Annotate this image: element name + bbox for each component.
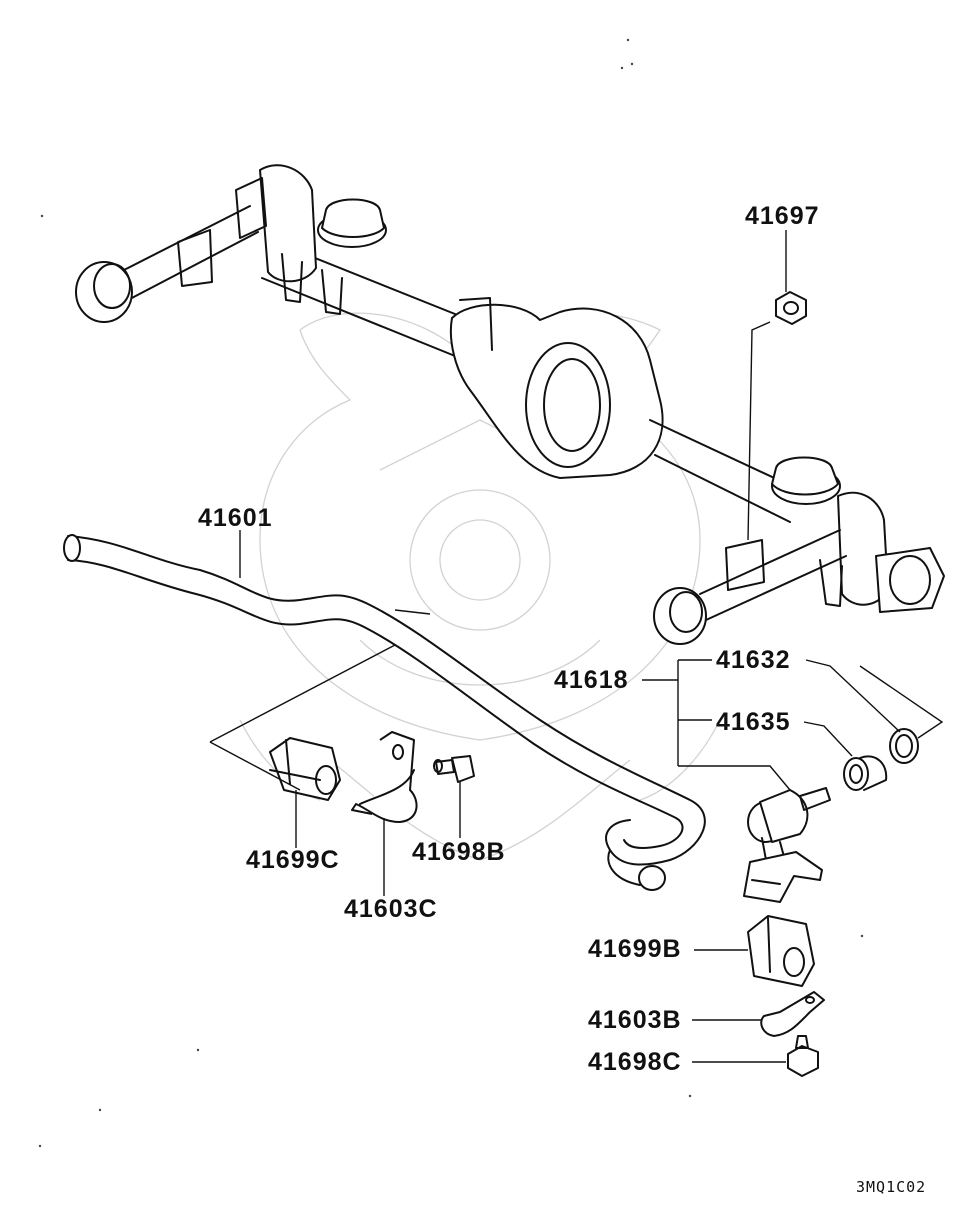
- bracket-41603b-drawing: [760, 991, 825, 1037]
- part-label-41699c[interactable]: 41699C: [246, 846, 340, 874]
- link-41618-drawing: [743, 787, 831, 903]
- ring-41632-drawing: [889, 728, 919, 764]
- nut-41697-drawing: [775, 291, 807, 325]
- part-label-41698c[interactable]: 41698C: [588, 1048, 682, 1076]
- part-label-41635[interactable]: 41635: [716, 708, 791, 736]
- leader-lines: [209, 230, 944, 1063]
- stabilizer-bar-drawing: [63, 534, 706, 891]
- dust-cover-41635-drawing: [843, 755, 888, 791]
- part-label-41603c[interactable]: 41603C: [344, 895, 438, 923]
- scan-specks: [38, 38, 864, 1148]
- part-label-41698b[interactable]: 41698B: [412, 838, 506, 866]
- part-label-41697[interactable]: 41697: [745, 202, 820, 230]
- axle-housing-drawing: [75, 164, 945, 645]
- drawing-code: 3MQ1C02: [856, 1178, 927, 1196]
- bush-41699c-drawing: [269, 737, 341, 801]
- bolt-41698b-drawing: [433, 755, 475, 783]
- part-label-41618[interactable]: 41618: [554, 666, 629, 694]
- part-label-41603b[interactable]: 41603B: [588, 1006, 682, 1034]
- bush-41699b-drawing: [747, 915, 815, 987]
- bracket-41603c-drawing: [351, 731, 418, 823]
- part-label-41699b[interactable]: 41699B: [588, 935, 682, 963]
- part-label-41601[interactable]: 41601: [198, 504, 273, 532]
- part-label-41632[interactable]: 41632: [716, 646, 791, 674]
- bolt-41698c-drawing: [787, 1035, 819, 1077]
